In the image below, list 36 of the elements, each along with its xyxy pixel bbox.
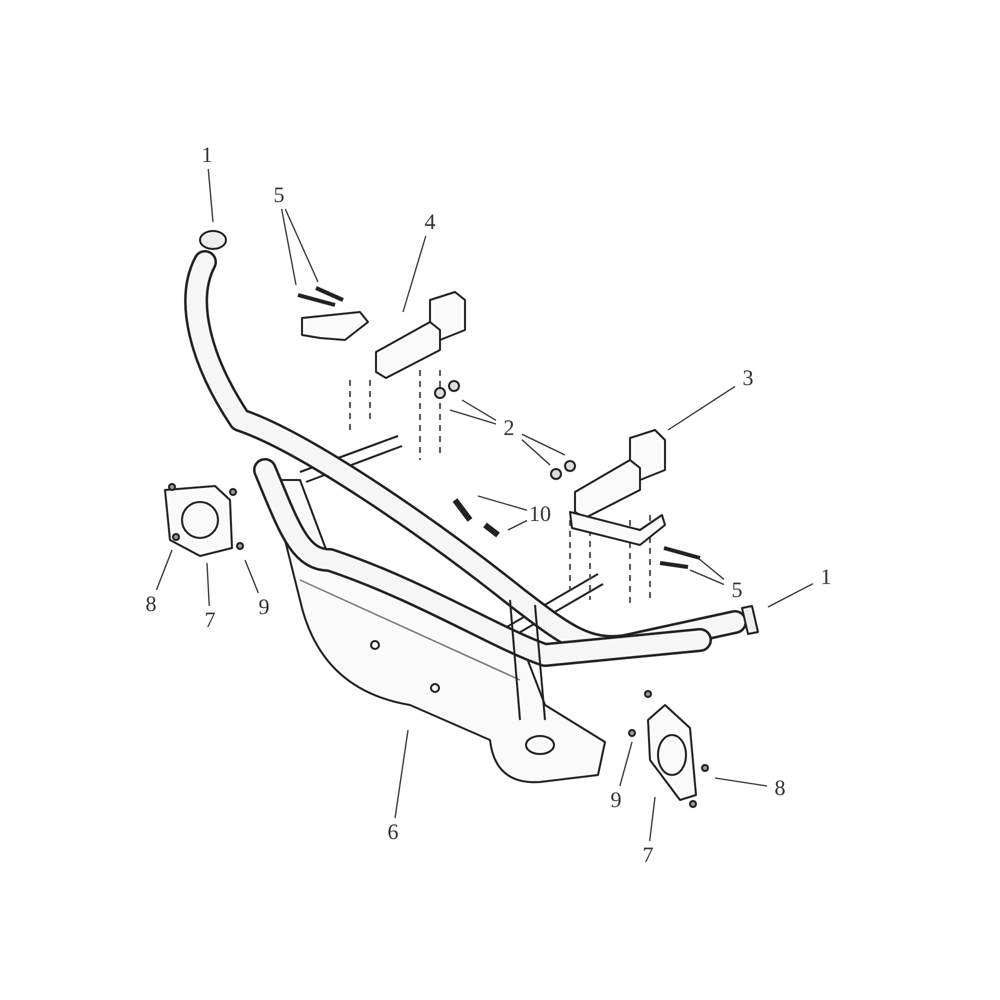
- leader-line: [768, 583, 814, 608]
- callout-number: 6: [380, 818, 406, 846]
- callout-number: 4: [417, 208, 443, 236]
- callout-number: 9: [251, 593, 277, 621]
- leader-line: [244, 560, 259, 594]
- callout-number: 5: [266, 181, 292, 209]
- leader-line: [619, 742, 633, 786]
- leader-line: [450, 409, 496, 425]
- leader-line: [208, 168, 214, 222]
- leader-line: [402, 236, 426, 312]
- callout-number: 1: [194, 141, 220, 169]
- leader-line: [462, 399, 496, 421]
- leader-line: [522, 434, 566, 456]
- leader-line: [478, 495, 528, 511]
- leader-line: [156, 550, 173, 590]
- leader-line: [690, 569, 724, 586]
- leader-line: [522, 439, 550, 466]
- callout-number: 3: [735, 364, 761, 392]
- callout-number: 7: [635, 841, 661, 869]
- leader-line: [714, 777, 768, 787]
- callout-number: 9: [603, 786, 629, 814]
- callout-number: 10: [527, 500, 553, 528]
- leader-line: [284, 208, 319, 282]
- leader-line: [668, 386, 736, 431]
- leader-line: [508, 520, 528, 531]
- callout-number: 8: [767, 774, 793, 802]
- callout-number: 2: [496, 414, 522, 442]
- callout-number: 7: [197, 606, 223, 634]
- leader-line: [698, 558, 724, 580]
- callout-number: 8: [138, 590, 164, 618]
- leader-line: [649, 796, 656, 842]
- callout-number: 5: [724, 576, 750, 604]
- leader-line: [206, 562, 210, 606]
- leader-line: [281, 208, 297, 286]
- leader-line: [394, 730, 409, 818]
- callout-number: 1: [813, 563, 839, 591]
